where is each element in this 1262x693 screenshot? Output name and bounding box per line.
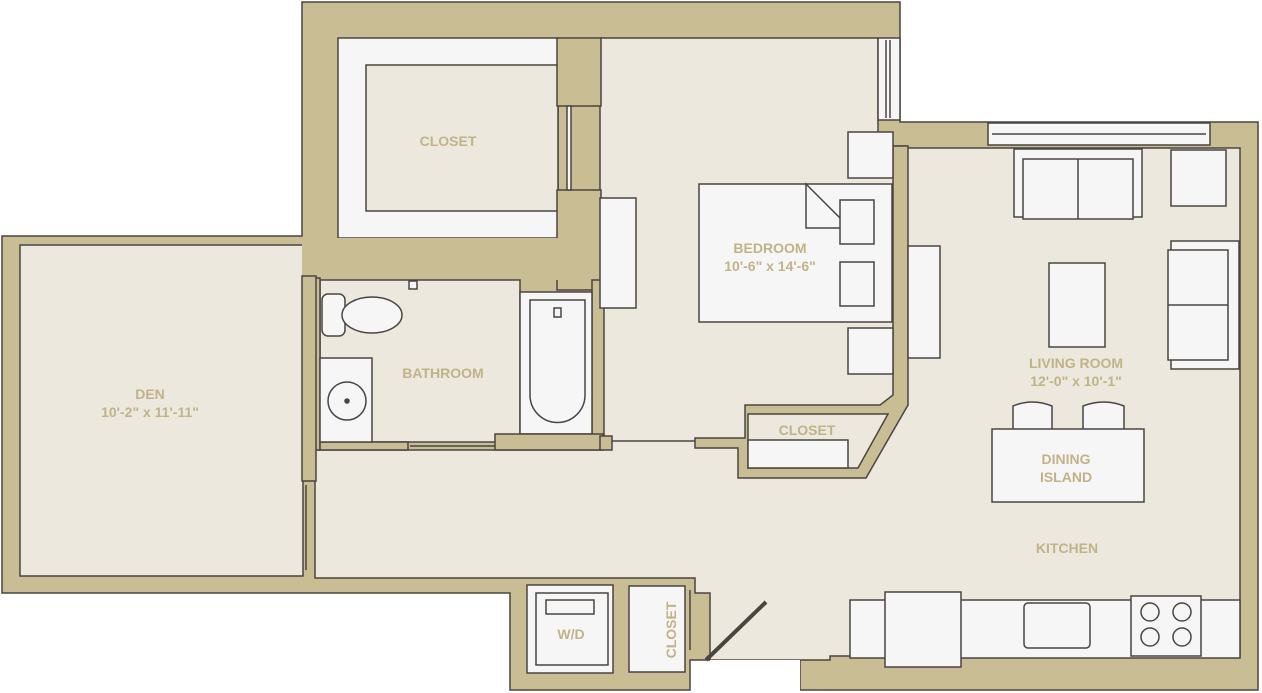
- bathroom-label: BATHROOM: [402, 365, 484, 381]
- bath-bottom-wall-r: [494, 433, 604, 451]
- closet-sliding-door[interactable]: [566, 105, 572, 191]
- bedroom-label: BEDROOM 10'-6" x 14'-6": [724, 239, 816, 275]
- bar-stool: [1012, 401, 1053, 431]
- laundry-label: W/D: [557, 626, 585, 642]
- bath-bottom-wall: [319, 441, 409, 451]
- living-room-dims: 12'-0" x 10'-1": [1030, 373, 1122, 389]
- coffee-table: [1048, 262, 1106, 348]
- den-wall: [301, 275, 317, 482]
- walkin-closet-floor: [365, 64, 559, 212]
- dining-island-line2: ISLAND: [1039, 469, 1093, 485]
- entry-closet-label: CLOSET: [663, 601, 679, 659]
- bed-blanket-fold: [805, 182, 852, 229]
- den-floor: [19, 244, 304, 577]
- toilet-icon: [341, 296, 403, 334]
- nightstand: [847, 327, 894, 375]
- refrigerator-icon: [884, 591, 962, 668]
- bathtub-icon: [529, 299, 586, 424]
- washer-top: [545, 599, 595, 615]
- burner: [1172, 627, 1192, 647]
- bedroom-name: BEDROOM: [733, 240, 807, 256]
- entry-threshold: [710, 660, 800, 693]
- stove-icon: [1130, 595, 1202, 657]
- bedroom-dims: 10'-6" x 14'-6": [724, 258, 816, 274]
- den-label: DEN 10'-2" x 11'-11": [101, 385, 199, 421]
- pillow: [839, 199, 875, 245]
- sink-drain: [344, 398, 350, 404]
- nightstand: [847, 131, 894, 179]
- den-name: DEN: [135, 386, 165, 402]
- dresser: [599, 197, 637, 309]
- bedroom-window: [877, 37, 901, 121]
- tv-console: [907, 245, 941, 359]
- kitchen-sink-icon: [1023, 602, 1091, 649]
- closet-wall-upper: [556, 37, 602, 107]
- bedroom-wall: [694, 145, 909, 479]
- bathroom-top-wall: [302, 238, 602, 280]
- armchair: [1170, 149, 1227, 207]
- bedroom-closet-label: CLOSET: [778, 422, 836, 438]
- burner: [1172, 602, 1192, 622]
- hall-wall-stub: [599, 435, 613, 451]
- pillow: [839, 261, 875, 307]
- dining-island-label: DINING ISLAND: [1040, 450, 1092, 486]
- dining-island: [991, 428, 1145, 503]
- dining-island-line1: DINING: [1041, 451, 1091, 467]
- den-dims: 10'-2" x 11'-11": [101, 404, 199, 420]
- living-room-label: LIVING ROOM 12'-0" x 10'-1": [1029, 354, 1123, 390]
- burner: [1140, 627, 1160, 647]
- walkin-closet-label: CLOSET: [419, 133, 477, 149]
- burner: [1140, 602, 1160, 622]
- living-room-name: LIVING ROOM: [1028, 355, 1124, 371]
- entry-door[interactable]: [704, 600, 768, 662]
- kitchen-label: KITCHEN: [1035, 540, 1099, 556]
- bathtub-drain: [553, 307, 562, 318]
- bar-stool: [1082, 401, 1125, 431]
- entry-closet: [628, 585, 686, 673]
- toilet-flush: [408, 280, 418, 290]
- bedroom-closet-shelf: [747, 439, 849, 469]
